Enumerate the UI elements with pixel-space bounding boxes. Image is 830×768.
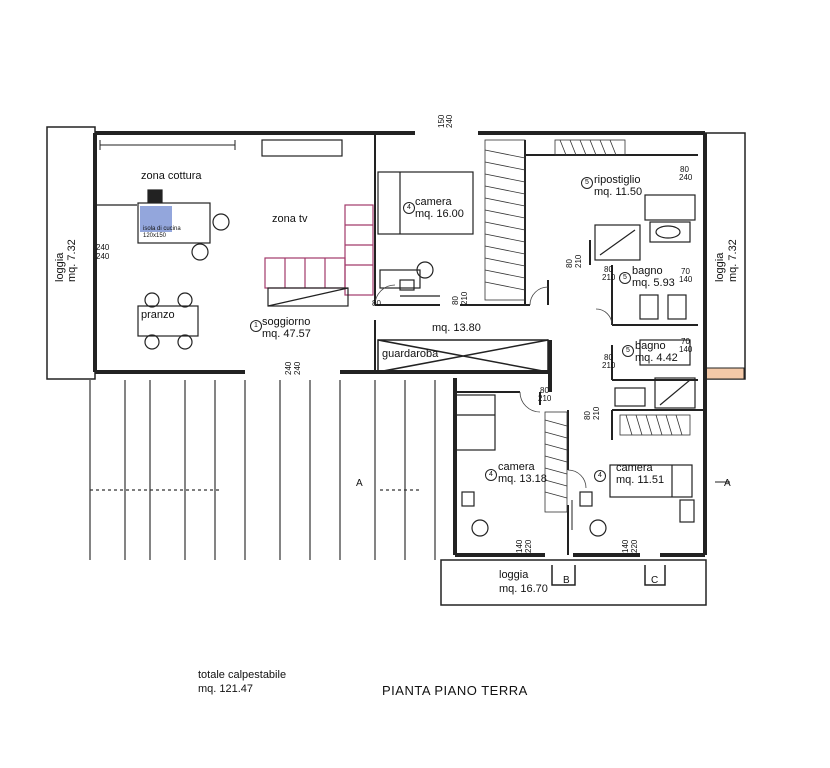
dim-80-210f-2: 210 [592,406,601,420]
dim-80-240-r-2: 240 [679,173,693,182]
dim-140-220b-1: 140 [621,539,630,553]
bathrooms [594,194,696,409]
section-a-left: A [356,478,363,489]
cooktop-size: 120x150 [143,233,167,239]
dim-70-140-r1b: 140 [679,275,693,284]
dim-left-240a: 240 [96,243,110,252]
loggia-right-area: mq. 7.32 [727,239,739,282]
dim-80: 80 [372,299,381,308]
left-loggia [46,126,96,380]
plan-title: PIANTA PIANO TERRA [382,683,528,698]
dimension-ticks [99,140,730,530]
bed-3 [579,464,695,537]
camera1-number: 4 [403,202,415,214]
loggia-bottom-label: loggia [499,569,529,581]
bagno2-number: 5 [622,345,634,357]
dim-140-220a-1: 140 [515,539,524,553]
dim-80-210e-2: 210 [538,394,552,403]
dim-80-210f-1: 80 [583,411,592,420]
camera2-area: mq. 13.18 [498,473,547,485]
camera3-label: camera [616,462,653,474]
ripostiglio-label: ripostiglio [594,174,641,186]
bagno2-label: bagno [635,340,666,352]
loggia-left-area: mq. 7.32 [66,239,78,282]
dim-70-140-r2b: 140 [679,345,693,354]
ripostiglio-number: 5 [581,177,593,189]
zona-cottura-label: zona cottura [141,170,202,182]
door-swings [374,284,613,489]
total-area-label: totale calpestabile [198,669,287,681]
section-a-right: A [724,478,731,489]
section-c: C [651,575,659,586]
dim-240: 240 [445,114,454,128]
bottom-loggia [440,559,707,606]
pranzo-label: pranzo [141,309,175,321]
dim-70-140-r1a: 70 [681,267,690,276]
guardaroba-label: guardaroba [382,348,439,360]
camera2-label: camera [498,461,535,473]
loggia-left-label: loggia [54,252,66,282]
camera3-number: 4 [594,470,606,482]
kitchen [97,189,230,261]
bagno1-number: 5 [619,272,631,284]
dim-80-210d-2: 210 [602,361,616,370]
ripostiglio-area: mq. 11.50 [594,186,643,198]
dim-80-210a-1: 80 [451,296,460,305]
dining-table [137,292,199,350]
dim-80-210d-1: 80 [604,353,613,362]
camera1-label: camera [415,196,452,208]
wardrobe-hatch [484,139,691,513]
dim-70-140-r2a: 70 [681,337,690,346]
loggia-bottom-area: mq. 16.70 [499,583,548,595]
dim-80-240-r-1: 80 [680,165,689,174]
dim-bottom-240b: 240 [293,361,302,375]
camera2-number: 4 [485,469,497,481]
dim-140-220b-2: 220 [630,539,639,553]
soggiorno-label: soggiorno [262,316,311,328]
bed-2 [454,394,496,537]
bagno2-area: mq. 4.42 [635,352,678,364]
total-area-value: mq. 121.47 [198,683,254,695]
dim-80-210e-1: 80 [540,386,549,395]
section-b: B [563,575,570,586]
dim-80-210c-1: 80 [604,265,613,274]
bed-1 [377,171,474,297]
guardaroba-unit [377,339,549,373]
camera1-area: mq. 16.00 [415,208,464,220]
loggia-right-label: loggia [714,252,726,282]
soggiorno-area: mq. 47.57 [262,328,311,340]
camera3-area: mq. 11.51 [616,474,665,486]
sofa [264,204,374,296]
corridor-area: mq. 13.80 [432,322,481,334]
zona-tv-label: zona tv [272,213,308,225]
tv-unit [261,139,349,307]
dim-80-210a-2: 210 [460,291,469,305]
dim-bottom-240a: 240 [284,361,293,375]
bagno1-area: mq. 5.93 [632,277,675,289]
dim-140-220a-2: 220 [524,539,533,553]
dim-80-210b-2: 210 [574,254,583,268]
cooktop-label: isola di cucina [143,226,181,232]
soggiorno-number: 1 [250,320,262,332]
dim-80-210b-1: 80 [565,259,574,268]
pergola [89,380,436,560]
dim-left-240b: 240 [96,252,110,261]
dim-80-210c-2: 210 [602,273,616,282]
bagno1-label: bagno [632,265,663,277]
